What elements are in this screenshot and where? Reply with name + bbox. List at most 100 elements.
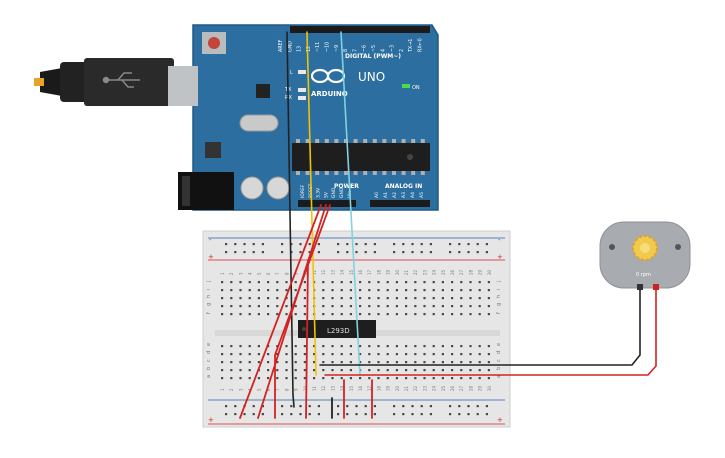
breadboard-hole[interactable] xyxy=(476,413,479,416)
breadboard-hole[interactable] xyxy=(276,353,279,356)
breadboard-hole[interactable] xyxy=(257,345,260,348)
breadboard-hole[interactable] xyxy=(303,281,306,284)
breadboard-hole[interactable] xyxy=(451,281,454,284)
breadboard-hole[interactable] xyxy=(331,369,334,372)
breadboard-hole[interactable] xyxy=(303,297,306,300)
breadboard-hole[interactable] xyxy=(377,313,380,316)
breadboard-hole[interactable] xyxy=(303,345,306,348)
wires[interactable] xyxy=(239,31,657,419)
wire-black-gnd[interactable] xyxy=(286,31,295,408)
breadboard-hole[interactable] xyxy=(386,361,389,364)
breadboard-hole[interactable] xyxy=(432,305,435,308)
breadboard-hole[interactable] xyxy=(393,405,396,408)
breadboard-hole[interactable] xyxy=(303,289,306,292)
breadboard-hole[interactable] xyxy=(402,405,405,408)
breadboard-hole[interactable] xyxy=(239,281,242,284)
breadboard-hole[interactable] xyxy=(386,345,389,348)
breadboard-hole[interactable] xyxy=(460,345,463,348)
breadboard-hole[interactable] xyxy=(276,297,279,300)
breadboard-hole[interactable] xyxy=(349,353,352,356)
breadboard-hole[interactable] xyxy=(340,297,343,300)
breadboard-hole[interactable] xyxy=(423,369,426,372)
breadboard-hole[interactable] xyxy=(221,297,224,300)
breadboard-hole[interactable] xyxy=(322,377,325,380)
breadboard-hole[interactable] xyxy=(294,305,297,308)
breadboard-hole[interactable] xyxy=(230,313,233,316)
breadboard-hole[interactable] xyxy=(299,413,302,416)
breadboard-hole[interactable] xyxy=(239,289,242,292)
breadboard-hole[interactable] xyxy=(239,313,242,316)
breadboard-hole[interactable] xyxy=(248,297,251,300)
breadboard-hole[interactable] xyxy=(267,281,270,284)
breadboard-hole[interactable] xyxy=(290,405,293,408)
breadboard-hole[interactable] xyxy=(451,377,454,380)
breadboard-hole[interactable] xyxy=(234,251,237,254)
breadboard-hole[interactable] xyxy=(337,405,340,408)
breadboard-hole[interactable] xyxy=(239,369,242,372)
breadboard-hole[interactable] xyxy=(221,361,224,364)
breadboard-hole[interactable] xyxy=(449,243,452,246)
breadboard-hole[interactable] xyxy=(411,413,414,416)
breadboard-hole[interactable] xyxy=(285,289,288,292)
breadboard-hole[interactable] xyxy=(359,345,362,348)
breadboard-hole[interactable] xyxy=(322,289,325,292)
breadboard-hole[interactable] xyxy=(243,251,246,254)
breadboard-hole[interactable] xyxy=(313,345,316,348)
breadboard-hole[interactable] xyxy=(467,413,470,416)
breadboard-hole[interactable] xyxy=(386,377,389,380)
breadboard-hole[interactable] xyxy=(239,361,242,364)
breadboard-hole[interactable] xyxy=(411,405,414,408)
breadboard-hole[interactable] xyxy=(423,361,426,364)
breadboard-hole[interactable] xyxy=(267,289,270,292)
breadboard-hole[interactable] xyxy=(359,305,362,308)
breadboard-hole[interactable] xyxy=(276,345,279,348)
breadboard-hole[interactable] xyxy=(405,361,408,364)
breadboard-hole[interactable] xyxy=(355,405,358,408)
breadboard-hole[interactable] xyxy=(386,289,389,292)
breadboard-hole[interactable] xyxy=(331,345,334,348)
breadboard-hole[interactable] xyxy=(349,369,352,372)
breadboard-hole[interactable] xyxy=(248,353,251,356)
breadboard-hole[interactable] xyxy=(451,361,454,364)
breadboard-hole[interactable] xyxy=(441,313,444,316)
breadboard-hole[interactable] xyxy=(299,405,302,408)
breadboard-hole[interactable] xyxy=(340,345,343,348)
breadboard-hole[interactable] xyxy=(405,281,408,284)
breadboard-hole[interactable] xyxy=(257,289,260,292)
motor-terminal-red[interactable] xyxy=(653,284,659,290)
breadboard-hole[interactable] xyxy=(432,289,435,292)
breadboard-hole[interactable] xyxy=(313,361,316,364)
breadboard-hole[interactable] xyxy=(349,281,352,284)
breadboard-hole[interactable] xyxy=(290,413,293,416)
breadboard-hole[interactable] xyxy=(441,361,444,364)
breadboard-hole[interactable] xyxy=(478,377,481,380)
breadboard-hole[interactable] xyxy=(460,289,463,292)
breadboard-hole[interactable] xyxy=(460,305,463,308)
breadboard-hole[interactable] xyxy=(340,377,343,380)
breadboard-hole[interactable] xyxy=(364,413,367,416)
breadboard-hole[interactable] xyxy=(257,305,260,308)
breadboard-hole[interactable] xyxy=(460,281,463,284)
breadboard-hole[interactable] xyxy=(469,313,472,316)
breadboard-hole[interactable] xyxy=(395,281,398,284)
breadboard-hole[interactable] xyxy=(487,361,490,364)
breadboard-hole[interactable] xyxy=(294,281,297,284)
breadboard-hole[interactable] xyxy=(420,243,423,246)
breadboard-hole[interactable] xyxy=(469,345,472,348)
breadboard-hole[interactable] xyxy=(368,377,371,380)
breadboard-hole[interactable] xyxy=(368,305,371,308)
breadboard-hole[interactable] xyxy=(420,413,423,416)
breadboard-hole[interactable] xyxy=(395,369,398,372)
breadboard-hole[interactable] xyxy=(405,377,408,380)
breadboard-hole[interactable] xyxy=(441,369,444,372)
breadboard-hole[interactable] xyxy=(252,243,255,246)
breadboard-hole[interactable] xyxy=(423,297,426,300)
breadboard-hole[interactable] xyxy=(349,289,352,292)
breadboard-hole[interactable] xyxy=(414,297,417,300)
breadboard-hole[interactable] xyxy=(230,377,233,380)
breadboard-hole[interactable] xyxy=(476,251,479,254)
breadboard-hole[interactable] xyxy=(460,369,463,372)
dc-motor[interactable]: 0 rpm xyxy=(599,221,691,290)
breadboard-hole[interactable] xyxy=(377,377,380,380)
breadboard-hole[interactable] xyxy=(359,377,362,380)
